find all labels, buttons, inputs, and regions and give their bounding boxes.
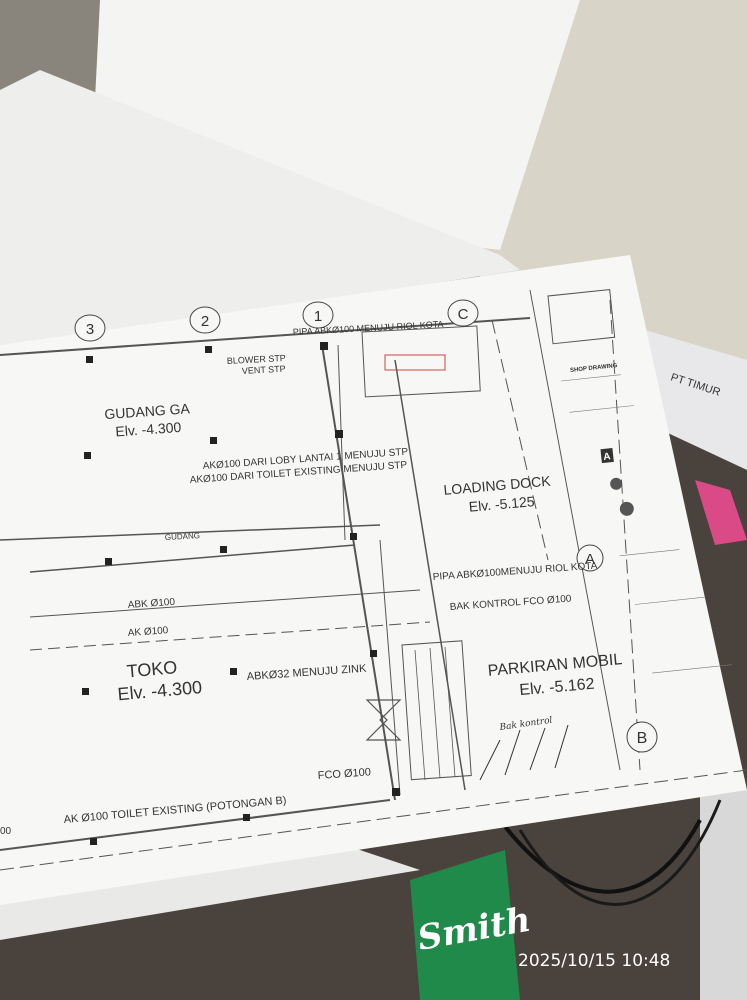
cable [518, 799, 722, 906]
label-box [640, 330, 747, 470]
company-logo-round [610, 477, 623, 490]
pink-paper [695, 480, 747, 545]
grid-marker-2: 2 [189, 306, 221, 334]
annotation: ABK Ø100 [127, 597, 175, 611]
under-paper [0, 840, 420, 940]
drawing-sheet [0, 255, 747, 905]
company-logo-seal [619, 501, 634, 516]
room-name-gudang-ga: GUDANG GA [104, 400, 191, 422]
svg-text:B: B [637, 730, 648, 747]
title-block: SHOP DRAWING A [561, 363, 732, 674]
annotation: BLOWER STP [227, 353, 286, 366]
grid-marker-1: 1 [302, 301, 334, 329]
grid-marker-c: C [447, 299, 479, 327]
room-name-toko: TOKO [126, 657, 178, 681]
svg-text:3: 3 [86, 321, 94, 338]
keyboard [700, 790, 747, 1000]
company-logo [600, 447, 614, 464]
photo-timestamp: 2025/10/15 10:48 [518, 951, 670, 971]
svg-text:C: C [458, 306, 469, 323]
back-paper-sheet-2 [0, 70, 520, 350]
pipe-markers [82, 342, 400, 845]
annotation: FCO Ø100 [317, 766, 371, 782]
annotation: AK Ø100 [127, 625, 169, 639]
grid-marker-3: 3 [74, 314, 106, 342]
section-marker-a: A [576, 544, 604, 572]
room-elevation: Elv. -5.125 [468, 493, 535, 515]
svg-text:1: 1 [314, 308, 322, 325]
room-elevation: Elv. -4.300 [115, 419, 182, 440]
svg-text:A: A [585, 551, 595, 568]
cable [498, 818, 702, 894]
svg-text:2: 2 [201, 313, 209, 330]
floor-plan [0, 288, 747, 871]
room-elevation: Elv. -5.162 [519, 676, 596, 700]
annotation: VENT STP [242, 364, 286, 376]
title-block-heading: SHOP DRAWING [570, 363, 618, 374]
company-logo-letter: A [603, 451, 611, 463]
annotation: 00 [0, 826, 12, 837]
cigarette-pack: Smith [410, 850, 534, 1000]
section-marker-b: B [626, 721, 658, 753]
annotation: GUDANG [165, 531, 201, 542]
